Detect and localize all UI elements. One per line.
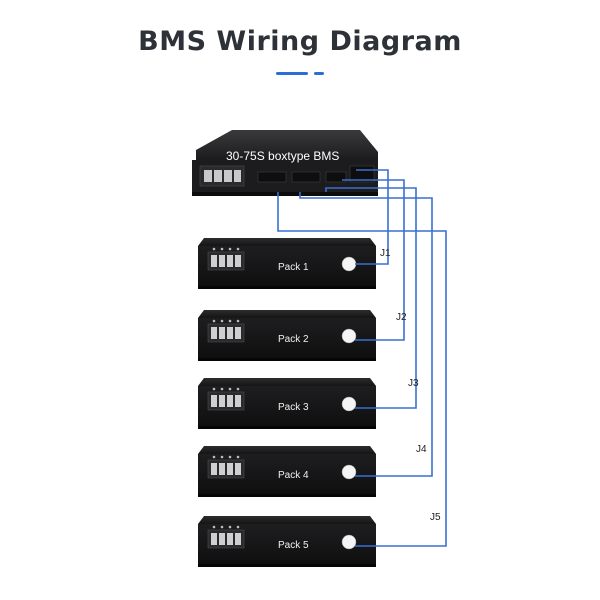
page-title: BMS Wiring Diagram xyxy=(138,26,462,57)
connector-label: J1 xyxy=(380,248,391,259)
battery-pack: Pack 2 xyxy=(198,310,376,361)
connector-label: J4 xyxy=(416,444,427,455)
bms-label: 30-75S boxtype BMS xyxy=(226,149,339,163)
pack-terminal-block xyxy=(207,319,245,343)
battery-pack: Pack 4 xyxy=(198,446,376,497)
pack-terminal-block xyxy=(207,455,245,479)
pack-terminal-block xyxy=(207,387,245,411)
pack-label: Pack 5 xyxy=(278,540,309,551)
bms-unit: 30-75S boxtype BMS xyxy=(192,130,378,196)
pack-label: Pack 1 xyxy=(278,262,309,273)
connector-label: J2 xyxy=(396,312,407,323)
wire-j3 xyxy=(325,187,417,409)
pack-label: Pack 4 xyxy=(278,470,309,481)
pack-label: Pack 3 xyxy=(278,402,309,413)
pack-connector-port xyxy=(341,396,357,412)
wire-j1 xyxy=(355,169,389,265)
battery-pack: Pack 1 xyxy=(198,238,376,289)
wire-j4 xyxy=(299,192,433,477)
connector-label: J3 xyxy=(408,378,419,389)
pack-connector-port xyxy=(341,464,357,480)
pack-terminal-block xyxy=(207,525,245,549)
pack-terminal-block xyxy=(207,247,245,271)
battery-pack: Pack 3 xyxy=(198,378,376,429)
bms-terminal-block xyxy=(199,165,245,187)
pack-connector-port xyxy=(341,534,357,550)
pack-label: Pack 2 xyxy=(278,334,309,345)
connector-label: J5 xyxy=(430,512,441,523)
pack-connector-port xyxy=(341,256,357,272)
title-underline xyxy=(276,72,326,76)
wire-j5 xyxy=(277,192,447,547)
pack-connector-port xyxy=(341,328,357,344)
battery-pack: Pack 5 xyxy=(198,516,376,567)
wire-j2 xyxy=(342,179,405,341)
